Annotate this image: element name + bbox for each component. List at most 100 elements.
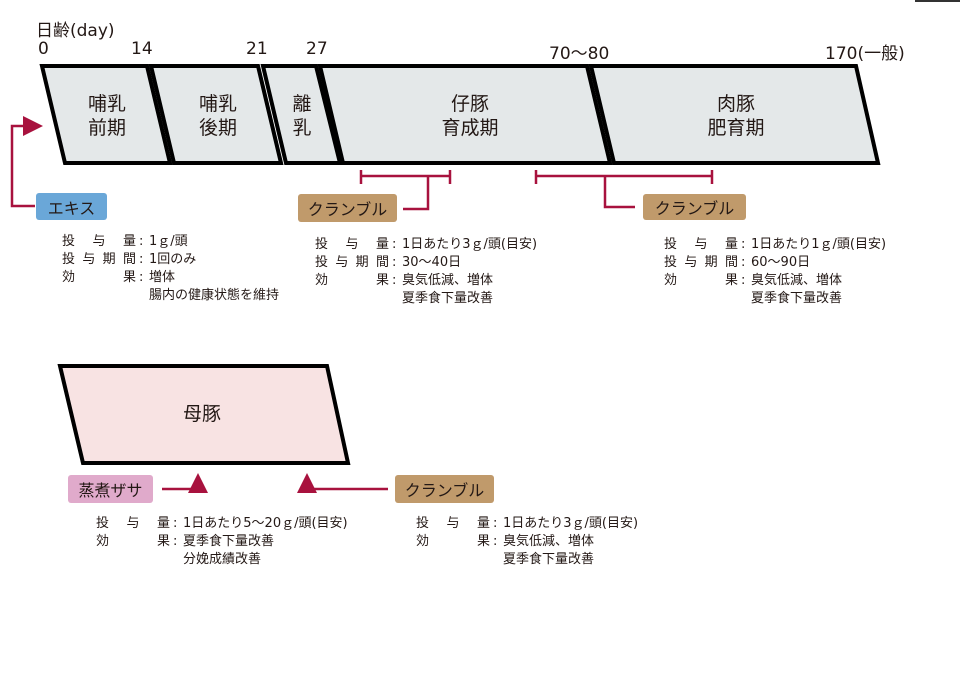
info-value: 夏季食下量改善 [503, 552, 595, 567]
crumble1-connector [403, 176, 430, 211]
info-label [96, 551, 173, 569]
stage-shape-nursing-early [39, 64, 173, 165]
info-value: 臭気低減、増体 [751, 273, 843, 288]
crumble-badge: クランブル [643, 194, 746, 220]
info-colon: : [139, 234, 144, 249]
info-label: 投 与 量 [96, 516, 170, 531]
info-row: 効 果: 臭気低減、増体 [416, 533, 638, 551]
stage-label-line: 肥育期 [707, 117, 765, 139]
info-colon: : [139, 252, 144, 267]
info-row: 投 与 量:1日あたり5〜20ｇ/頭(目安) [96, 515, 348, 533]
info-colon: : [392, 255, 397, 270]
info-value: 1日あたり1ｇ/頭(目安) [751, 237, 887, 252]
info-colon: : [392, 237, 397, 252]
info-row: 夏季食下量改善 [315, 290, 537, 308]
info-value: 腸内の健康状態を維持 [149, 288, 280, 303]
info-row: 投与期間:1回のみ [62, 251, 279, 269]
info-label: 投与期間 [62, 252, 136, 267]
crumble-sow-info: 投 与 量:1日あたり3ｇ/頭(目安) 効 果:臭気低減、増体 夏季食下量改善 [416, 515, 638, 569]
stage-piglet-rearing: 仔豚育成期 [441, 92, 498, 140]
stage-shape-weaning [260, 64, 343, 165]
info-row: 投 与 量:1日あたり1ｇ/頭(目安) [664, 236, 886, 254]
info-colon: : [741, 237, 746, 252]
info-colon: : [493, 534, 498, 549]
info-value: 臭気低減、増体 [402, 273, 494, 288]
stage-label-line: 乳 [292, 117, 312, 139]
stage-label-line: 肉豚 [716, 93, 756, 115]
info-row: 夏季食下量改善 [664, 290, 886, 308]
info-label: 効 果 [62, 270, 136, 285]
info-label: 効 果 [96, 534, 170, 549]
info-value: 夏季食下量改善 [402, 291, 494, 306]
info-row: 効 果:増体 [62, 269, 279, 287]
info-value: 1日あたり3ｇ/頭(目安) [503, 516, 639, 531]
info-label: 効 果 [416, 534, 490, 549]
info-row: 投与期間:60〜90日 [664, 254, 886, 272]
info-row: 分娩成績改善 [96, 551, 348, 569]
info-label: 投 与 量 [315, 237, 389, 252]
info-value: 分娩成績改善 [183, 552, 262, 567]
crumble-badge: クランブル [395, 475, 494, 503]
info-row: 腸内の健康状態を維持 [62, 287, 279, 305]
info-label: 投 与 量 [664, 237, 738, 252]
crumble-piglet-info: 投 与 量:1日あたり3ｇ/頭(目安) 投与期間:30〜40日 効 果:臭気低減… [315, 236, 537, 308]
corner-line [915, 0, 960, 2]
info-label: 投 与 量 [62, 234, 136, 249]
info-colon [139, 287, 149, 305]
stage-label-line: 仔豚 [450, 93, 490, 115]
info-colon [173, 551, 183, 569]
sow-label: 母豚 [182, 403, 222, 425]
info-colon: : [173, 534, 178, 549]
info-value: 1回のみ [149, 252, 197, 267]
info-label: 投与期間 [315, 255, 389, 270]
info-value: 1ｇ/頭 [149, 234, 188, 249]
steamed-arrow [162, 473, 208, 493]
info-value: 夏季食下量改善 [751, 291, 843, 306]
info-row: 効 果: 臭気低減、増体 [664, 272, 886, 290]
stage-finishing: 肉豚肥育期 [707, 92, 764, 140]
info-row: 投与期間:30〜40日 [315, 254, 537, 272]
info-value: 増体 [149, 270, 176, 285]
stage-label-line: 後期 [198, 117, 238, 139]
info-label: 効 果 [315, 273, 389, 288]
info-colon: : [173, 516, 178, 531]
stage-label-line: 前期 [87, 117, 127, 139]
stage-weaning: 離乳 [292, 92, 311, 140]
tick-label: 170(一般) [825, 44, 905, 64]
stage-shape-piglet-rearing [317, 64, 613, 165]
steamed-bamboo-info: 投 与 量:1日あたり5〜20ｇ/頭(目安) 効 果:夏季食下量改善 分娩成績改… [96, 515, 348, 569]
stage-label-line: 哺乳 [87, 93, 127, 115]
info-label [62, 287, 139, 305]
info-label: 投与期間 [664, 255, 738, 270]
info-value: 1日あたり5〜20ｇ/頭(目安) [183, 516, 348, 531]
info-row: 投 与 量:1ｇ/頭 [62, 233, 279, 251]
tick-label: 21 [246, 39, 268, 59]
crumble-finishing-info: 投 与 量:1日あたり1ｇ/頭(目安) 投与期間:60〜90日 効 果:臭気低減… [664, 236, 886, 308]
axis-title: 日齢(day) [36, 21, 115, 41]
info-colon: : [392, 273, 397, 288]
info-colon [493, 551, 503, 569]
info-row: 投 与 量:1日あたり3ｇ/頭(目安) [315, 236, 537, 254]
stage-nursing-early: 哺乳前期 [88, 92, 126, 140]
info-row: 効 果:夏季食下量改善 [96, 533, 348, 551]
info-row: 効 果: 臭気低減、増体 [315, 272, 537, 290]
info-colon: : [493, 516, 498, 531]
extract-badge: エキス [36, 193, 107, 220]
stage-nursing-late: 哺乳後期 [199, 92, 237, 140]
crumble3-arrow [297, 473, 388, 493]
info-label [315, 290, 392, 308]
stage-shape-finishing [588, 64, 881, 165]
info-label: 効 果 [664, 273, 738, 288]
stage-label-line: 哺乳 [198, 93, 238, 115]
tick-label: 27 [306, 39, 328, 59]
stage-label-line: 育成期 [441, 117, 499, 139]
info-value: 1日あたり3ｇ/頭(目安) [402, 237, 538, 252]
info-colon: : [741, 273, 746, 288]
info-value: 臭気低減、増体 [503, 534, 595, 549]
info-value: 60〜90日 [751, 255, 811, 270]
tick-label: 14 [131, 39, 153, 59]
stage-shape-nursing-late [148, 64, 284, 165]
tick-label: 70〜80 [549, 44, 610, 64]
info-colon: : [741, 255, 746, 270]
